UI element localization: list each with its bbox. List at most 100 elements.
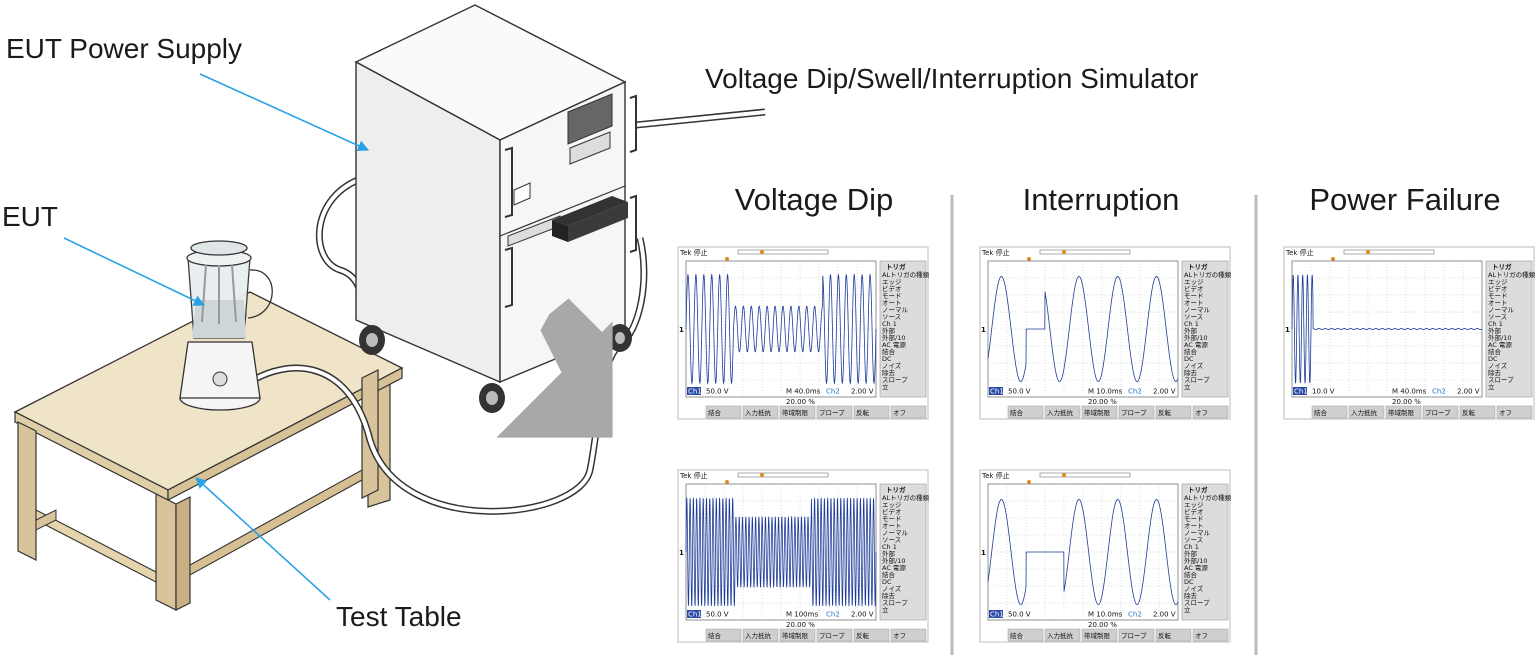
ch1-readout-label: Ch1 (990, 388, 1004, 396)
ch2-volts-div: 2.00 V (851, 611, 874, 619)
trigger-menu-item: ソース (1488, 313, 1507, 321)
trigger-menu-item: オート (882, 299, 902, 307)
scope-bottom-button: 反転 (856, 631, 870, 640)
trigger-menu-item: モード (1184, 292, 1204, 300)
ch2-label: Ch2 (826, 388, 840, 396)
trigger-menu-item: 外部 (1184, 326, 1198, 335)
trigger-menu-item: 外部/10 (1184, 556, 1207, 565)
trigger-menu-item: スロープ (882, 376, 908, 384)
trigger-menu-item: 外部/10 (882, 333, 905, 342)
scope-bottom-button: 帯域制限 (782, 408, 809, 417)
trigger-menu-item: 外部 (882, 326, 896, 335)
trigger-menu-item: ソース (1184, 536, 1203, 544)
scope-bottom-button: 反転 (856, 408, 870, 417)
trigger-menu-item: DC (1184, 578, 1194, 586)
trigger-menu-item: 外部 (1184, 549, 1198, 558)
trigger-menu-item: モード (1184, 515, 1204, 523)
eut-power-supply-cabinet (354, 4, 637, 413)
trigger-menu-item: ノーマル (1184, 306, 1211, 314)
trigger-menu-item: モード (882, 292, 902, 300)
trigger-menu-item: 外部/10 (1184, 333, 1207, 342)
trigger-menu-item: ノーマル (1184, 529, 1211, 537)
ch1-marker: 1 (981, 549, 986, 557)
trigger-menu-item: ALトリガの種類 (882, 270, 930, 279)
trigger-percent: 20.00 % (786, 398, 815, 406)
scope-bottom-button: 入力抵抗 (1351, 408, 1378, 417)
trigger-menu-item: Ch 1 (1488, 320, 1503, 328)
trigger-menu-item: 結合 (1184, 347, 1198, 356)
ch1-volts-div: 50.0 V (706, 388, 729, 396)
trigger-menu-item: DC (1184, 355, 1194, 363)
trigger-menu-item: 外部 (1488, 326, 1502, 335)
ch1-readout-label: Ch1 (688, 388, 702, 396)
scope-bottom-button: プローブ (1425, 408, 1451, 417)
waveform-trace (685, 273, 877, 385)
trigger-menu-item: 結合 (882, 347, 896, 356)
trigger-menu-item: 外部/10 (1488, 333, 1511, 342)
scope-bottom-button: オフ (893, 632, 906, 640)
ch1-volts-div: 50.0 V (706, 611, 729, 619)
ch1-volts-div: 50.0 V (1008, 388, 1031, 396)
time-base: M 10.0ms (1088, 388, 1123, 396)
trigger-menu-item: 除去 (1184, 591, 1198, 600)
trigger-menu-item: ソース (882, 313, 901, 321)
time-base: M 10.0ms (1088, 611, 1123, 619)
gray-arrow (496, 298, 613, 438)
trigger-menu-item: 除去 (882, 368, 896, 377)
ch1-volts-div: 10.0 V (1312, 388, 1335, 396)
trigger-menu-item: ALトリガの種類 (1184, 493, 1232, 502)
trigger-menu-item: エッジ (1488, 278, 1508, 286)
trigger-menu-item: AC 電源 (1488, 340, 1512, 349)
trigger-menu-item: ビデオ (1184, 284, 1204, 293)
scope-brand-label: Tek 停止 (981, 471, 1010, 480)
trigger-percent: 20.00 % (786, 621, 815, 629)
time-base: M 40.0ms (786, 388, 821, 396)
waveform-trace (987, 276, 1179, 382)
trigger-menu-item: AC 電源 (1184, 340, 1208, 349)
scope-bottom-button: オフ (1195, 409, 1208, 417)
trigger-menu-item: Ch 1 (1184, 543, 1199, 551)
ch2-label: Ch2 (1432, 388, 1446, 396)
ch1-readout-label: Ch1 (688, 611, 702, 619)
label-simulator: Voltage Dip/Swell/Interruption Simulator (705, 63, 1198, 94)
trigger-menu-item: AC 電源 (1184, 563, 1208, 572)
scope-bottom-button: 結合 (1010, 408, 1024, 417)
waveform-trace (685, 497, 877, 607)
trigger-menu-item: Ch 1 (882, 543, 897, 551)
scope-bottom-button: 帯域制限 (1388, 408, 1415, 417)
ch2-label: Ch2 (1128, 611, 1142, 619)
ch2-label: Ch2 (826, 611, 840, 619)
trigger-menu-item: ALトリガの種類 (1184, 270, 1232, 279)
trigger-menu-item: ノーマル (1488, 306, 1515, 314)
scope-bottom-button: 結合 (708, 408, 722, 417)
trigger-menu-item: ノーマル (882, 306, 909, 314)
trigger-menu-item: 結合 (882, 570, 896, 579)
trigger-menu-item: Ch 1 (1184, 320, 1199, 328)
scope-bottom-button: 入力抵抗 (745, 631, 772, 640)
scope-bottom-button: プローブ (819, 408, 845, 417)
trigger-menu-item: ALトリガの種類 (882, 493, 930, 502)
trigger-menu-item: ノイズ (1184, 361, 1204, 370)
trigger-menu-item: エッジ (1184, 278, 1204, 286)
label-test-table: Test Table (336, 601, 462, 632)
trigger-menu-item: ノイズ (1488, 361, 1508, 370)
ch1-readout-label: Ch1 (990, 611, 1004, 619)
scope-bottom-button: プローブ (1121, 631, 1147, 640)
trigger-menu-item: ソース (882, 536, 901, 544)
scope-bottom-button: 帯域制限 (782, 631, 809, 640)
trigger-menu-item: ソース (1184, 313, 1203, 321)
trigger-menu-item: AC 電源 (882, 563, 906, 572)
trigger-menu-item: ALトリガの種類 (1488, 270, 1536, 279)
panel-title-interruption: Interruption (1023, 182, 1180, 217)
scope-bottom-button: 入力抵抗 (1047, 631, 1074, 640)
scope-brand-label: Tek 停止 (1285, 248, 1314, 257)
trigger-menu-item: ノーマル (882, 529, 909, 537)
trigger-menu-item: ビデオ (882, 507, 902, 516)
trigger-menu-item: オート (1488, 299, 1508, 307)
trigger-menu-item: 外部/10 (882, 556, 905, 565)
ch1-marker: 1 (1285, 326, 1290, 334)
scope-bottom-button: 入力抵抗 (745, 408, 772, 417)
trigger-menu-item: スロープ (1184, 599, 1210, 607)
scope-bottom-button: 入力抵抗 (1047, 408, 1074, 417)
